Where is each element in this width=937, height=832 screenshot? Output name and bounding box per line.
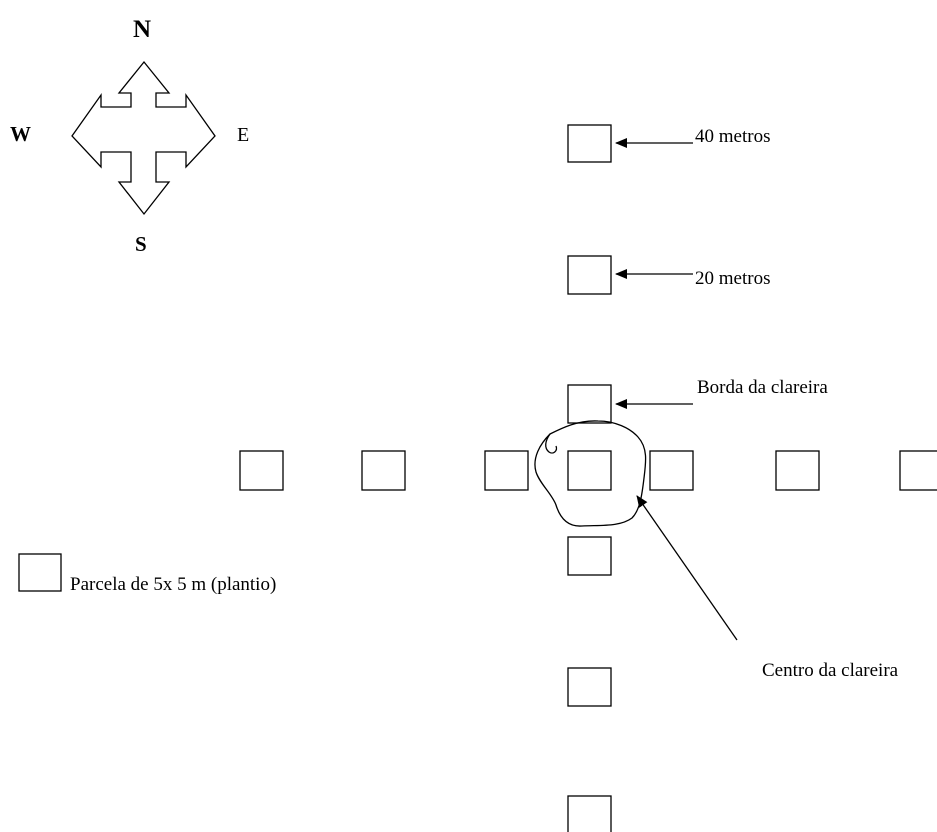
plot-south-2 — [567, 667, 612, 707]
gap-outline — [534, 420, 647, 527]
plot-east-1 — [649, 450, 694, 491]
gap-outline-fold — [545, 433, 558, 454]
label-borda-da-clareira: Borda da clareira — [697, 377, 828, 398]
plot-east-2 — [775, 450, 820, 491]
compass-arrow-icon — [71, 60, 216, 216]
compass-north-label: N — [133, 16, 151, 43]
plot-east-3 — [899, 450, 937, 491]
compass-south-label: S — [135, 232, 147, 256]
arrow-gap-center — [636, 495, 738, 641]
compass-west-label: W — [10, 122, 31, 146]
plot-west-2 — [361, 450, 406, 491]
compass-rose: N S W E — [10, 16, 249, 256]
plot-north-20m — [567, 255, 612, 295]
label-centro-da-clareira: Centro da clareira — [762, 660, 899, 681]
plot-gap-edge — [567, 384, 612, 424]
legend-plot-symbol — [18, 553, 62, 592]
plot-west-1 — [484, 450, 529, 491]
plot-north-40m — [567, 124, 612, 163]
plot-gap-center — [567, 450, 612, 491]
compass-east-label: E — [237, 124, 249, 146]
legend-plot-label: Parcela de 5x 5 m (plantio) — [70, 574, 276, 595]
plot-south-3 — [567, 795, 612, 832]
plot-south-1 — [567, 536, 612, 576]
plot-west-3 — [239, 450, 284, 491]
label-20-metros: 20 metros — [695, 268, 770, 289]
label-40-metros: 40 metros — [695, 126, 770, 147]
west-east-transect — [239, 450, 937, 491]
north-south-transect — [567, 124, 612, 832]
legend: Parcela de 5x 5 m (plantio) — [18, 553, 276, 595]
